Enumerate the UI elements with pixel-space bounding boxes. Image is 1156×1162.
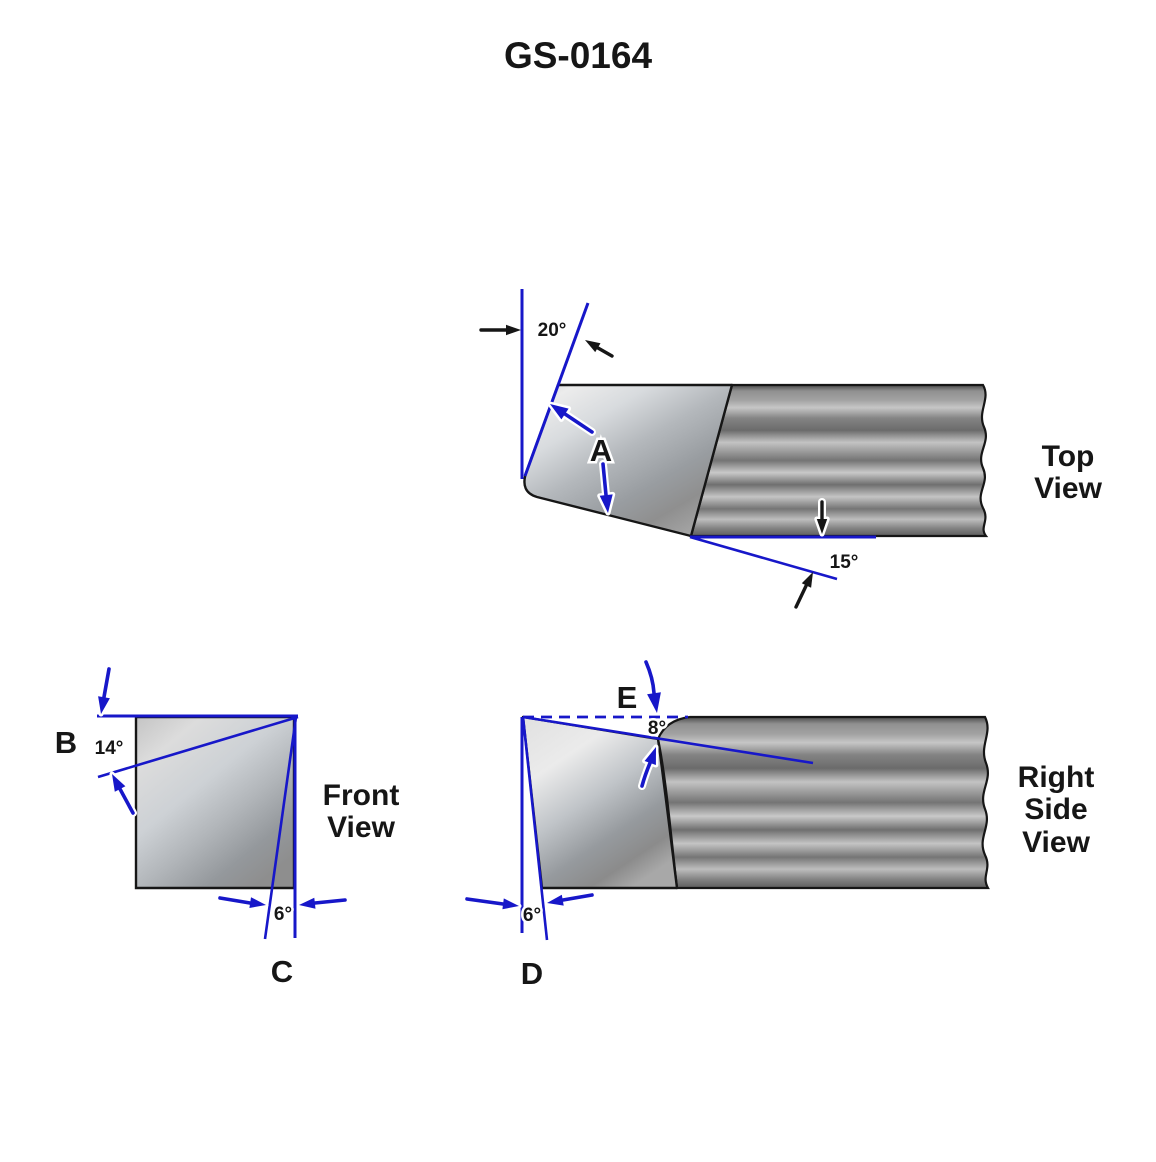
front-view-caption-line-1: Front: [323, 779, 400, 812]
point-a-label: A: [590, 433, 612, 468]
angle-6-side-arrow-left: [463, 895, 522, 912]
point-e-label: E: [617, 680, 638, 715]
side-view-caption-line-1: Right: [1018, 761, 1095, 794]
top-view-shank-shape: [689, 383, 989, 538]
angle-6-front-edge-line: [263, 716, 298, 940]
point-b-label: B: [55, 725, 77, 760]
angle-8-edge-line: [522, 715, 814, 765]
angle-15-label: 15°: [830, 552, 859, 573]
top-view-caption-line-1: Top: [1042, 440, 1095, 473]
point-a-arrow-lower: [597, 460, 616, 516]
point-a-arrow-upper: [547, 401, 596, 436]
angle-15-arrow-up: [794, 572, 813, 609]
side-view-head-shape: [521, 715, 679, 890]
angle-20-edge-line: [523, 302, 590, 477]
angle-14-arrow: [109, 771, 137, 817]
top-view: 20° A 15° Top View: [479, 289, 1103, 609]
angle-6-front-label: 6°: [274, 904, 292, 925]
angle-14-label: 14°: [95, 738, 124, 759]
right-side-view: E 8° 6° D Right Side View: [463, 658, 1095, 991]
side-view-shank-shape: [656, 715, 990, 890]
angle-20-arrow-left: [479, 324, 521, 336]
angle-15-edge-line: [689, 535, 838, 581]
point-c-label: C: [271, 954, 293, 989]
angle-14-edge-line: [97, 715, 299, 779]
angle-15-arrow-down: [814, 498, 830, 537]
front-view-caption-line-2: View: [327, 811, 395, 844]
front-view: B 14° 6° C Front View: [55, 665, 400, 989]
angle-8-arrow-up: [638, 744, 659, 790]
angle-6-side-label: 6°: [523, 905, 541, 926]
top-view-caption-line-2: View: [1034, 472, 1102, 505]
point-e-arrow-down: [642, 658, 664, 716]
front-top-arrow-down: [95, 665, 113, 717]
diagram-title: GS-0164: [504, 35, 653, 76]
angle-20-label: 20°: [538, 320, 567, 341]
point-d-label: D: [521, 956, 543, 991]
angle-6-side-arrow-right: [544, 891, 596, 909]
angle-6-front-arrow-right: [296, 895, 349, 912]
side-view-caption-line-2: Side: [1024, 793, 1087, 826]
angle-20-arrow-right: [585, 340, 614, 358]
angle-6-front-arrow-left: [216, 894, 269, 911]
angle-6-side-edge-line: [521, 716, 549, 941]
angle-8-label: 8°: [648, 718, 666, 739]
side-view-caption-line-3: View: [1022, 826, 1090, 859]
